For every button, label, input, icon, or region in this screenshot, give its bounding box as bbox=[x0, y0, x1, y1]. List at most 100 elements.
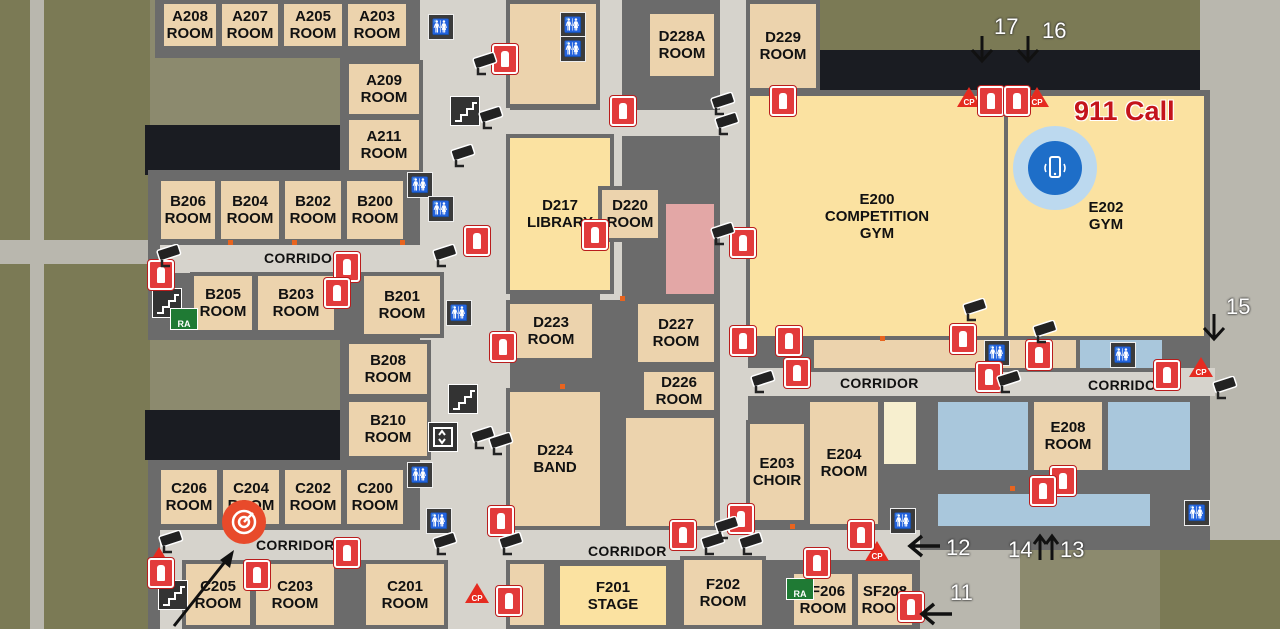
rally-area-icon[interactable]: RA bbox=[786, 578, 814, 600]
room-f201-stage[interactable]: F201 STAGE bbox=[556, 562, 670, 629]
fire-extinguisher-icon[interactable] bbox=[610, 96, 636, 126]
fire-extinguisher-icon[interactable] bbox=[464, 226, 490, 256]
security-camera-icon[interactable] bbox=[746, 370, 780, 394]
restroom-icon[interactable]: 🚻 bbox=[560, 36, 586, 62]
security-camera-icon[interactable] bbox=[992, 370, 1026, 394]
command-post-icon[interactable]: CP bbox=[464, 582, 490, 604]
security-camera-icon[interactable] bbox=[154, 530, 188, 554]
security-camera-icon[interactable] bbox=[428, 532, 462, 556]
fire-extinguisher-icon[interactable] bbox=[770, 86, 796, 116]
restroom-icon[interactable]: 🚻 bbox=[560, 12, 586, 38]
fire-extinguisher-icon[interactable] bbox=[1154, 360, 1180, 390]
entry-arrow-icon[interactable] bbox=[1032, 532, 1060, 562]
restroom-icon[interactable]: 🚻 bbox=[428, 14, 454, 40]
command-post-icon[interactable]: CP bbox=[956, 86, 982, 108]
security-camera-icon[interactable] bbox=[466, 426, 500, 450]
restroom-icon[interactable]: 🚻 bbox=[1110, 342, 1136, 368]
rally-area-icon[interactable]: RA bbox=[170, 308, 198, 330]
security-camera-icon[interactable] bbox=[428, 244, 462, 268]
security-camera-icon[interactable] bbox=[710, 112, 744, 136]
restroom-icon[interactable]: 🚻 bbox=[426, 508, 452, 534]
room-d229[interactable]: D229 ROOM bbox=[746, 0, 820, 92]
elevator-icon[interactable] bbox=[428, 422, 458, 452]
fire-extinguisher-icon[interactable] bbox=[334, 538, 360, 568]
room-b210[interactable]: B210 ROOM bbox=[345, 398, 431, 460]
security-camera-icon[interactable] bbox=[152, 244, 186, 268]
room-a207[interactable]: A207 ROOM bbox=[218, 0, 282, 50]
restroom-icon[interactable]: 🚻 bbox=[446, 300, 472, 326]
fire-extinguisher-icon[interactable] bbox=[1030, 476, 1056, 506]
room-a208[interactable]: A208 ROOM bbox=[160, 0, 220, 50]
security-camera-icon[interactable] bbox=[1208, 376, 1242, 400]
command-post-icon[interactable]: CP bbox=[1188, 356, 1214, 378]
room-b201[interactable]: B201 ROOM bbox=[360, 272, 444, 338]
entry-arrow-icon[interactable] bbox=[906, 532, 942, 560]
fire-extinguisher-icon[interactable] bbox=[978, 86, 1004, 116]
fire-extinguisher-icon[interactable] bbox=[670, 520, 696, 550]
room-c201[interactable]: C201 ROOM bbox=[362, 560, 448, 629]
fire-extinguisher-icon[interactable] bbox=[582, 220, 608, 250]
fire-extinguisher-icon[interactable] bbox=[848, 520, 874, 550]
security-camera-icon[interactable] bbox=[494, 532, 528, 556]
security-camera-icon[interactable] bbox=[706, 222, 740, 246]
room-b205[interactable]: B205 ROOM bbox=[190, 272, 256, 334]
room-e202-gym[interactable]: E202 GYM bbox=[1004, 92, 1208, 340]
entry-arrow-icon[interactable] bbox=[968, 34, 996, 64]
security-camera-icon[interactable] bbox=[706, 92, 740, 116]
entry-arrow-icon[interactable] bbox=[1014, 34, 1042, 64]
security-camera-icon[interactable] bbox=[484, 432, 518, 456]
room-b208[interactable]: B208 ROOM bbox=[345, 340, 431, 398]
stairs-icon[interactable] bbox=[448, 384, 478, 414]
fire-extinguisher-icon[interactable] bbox=[148, 558, 174, 588]
security-camera-icon[interactable] bbox=[474, 106, 508, 130]
room-c200[interactable]: C200 ROOM bbox=[343, 466, 407, 528]
entry-arrow-icon[interactable] bbox=[918, 600, 954, 628]
phone-call-icon[interactable] bbox=[1013, 126, 1097, 210]
fire-extinguisher-icon[interactable] bbox=[776, 326, 802, 356]
room-a209[interactable]: A209 ROOM bbox=[345, 60, 423, 118]
security-camera-icon[interactable] bbox=[468, 52, 502, 76]
restroom-icon[interactable]: 🚻 bbox=[407, 462, 433, 488]
fire-extinguisher-icon[interactable] bbox=[496, 586, 522, 616]
room-d228a[interactable]: D228A ROOM bbox=[646, 10, 718, 80]
restroom-icon[interactable]: 🚻 bbox=[890, 508, 916, 534]
security-camera-icon[interactable] bbox=[446, 144, 480, 168]
incident-target-icon[interactable] bbox=[222, 500, 266, 544]
room-e200-competition-gym[interactable]: E200 COMPETITION GYM bbox=[746, 92, 1008, 340]
entry-arrow-icon[interactable] bbox=[1200, 312, 1228, 342]
restroom-icon[interactable]: 🚻 bbox=[1184, 500, 1210, 526]
room-b200[interactable]: B200 ROOM bbox=[343, 177, 407, 243]
room-b206[interactable]: B206 ROOM bbox=[157, 177, 219, 243]
command-post-icon[interactable]: CP bbox=[864, 540, 890, 562]
room-f202[interactable]: F202 ROOM bbox=[680, 556, 766, 629]
fire-extinguisher-icon[interactable] bbox=[950, 324, 976, 354]
fire-extinguisher-icon[interactable] bbox=[244, 560, 270, 590]
restroom-icon[interactable]: 🚻 bbox=[407, 172, 433, 198]
fire-extinguisher-icon[interactable] bbox=[784, 358, 810, 388]
fire-extinguisher-icon[interactable] bbox=[804, 548, 830, 578]
room-e204[interactable]: E204 ROOM bbox=[806, 398, 882, 528]
fire-extinguisher-icon[interactable] bbox=[488, 506, 514, 536]
security-camera-icon[interactable] bbox=[958, 298, 992, 322]
room-a205[interactable]: A205 ROOM bbox=[280, 0, 346, 50]
room-d226[interactable]: D226 ROOM bbox=[640, 368, 718, 414]
room-d223[interactable]: D223 ROOM bbox=[506, 300, 596, 362]
fire-extinguisher-icon[interactable] bbox=[1026, 340, 1052, 370]
room-d224-band[interactable]: D224 BAND bbox=[506, 388, 604, 530]
stairs-icon[interactable] bbox=[450, 96, 480, 126]
fire-extinguisher-icon[interactable] bbox=[1004, 86, 1030, 116]
room-d227[interactable]: D227 ROOM bbox=[634, 300, 718, 366]
command-post-icon[interactable]: CP bbox=[1024, 86, 1050, 108]
room-c206[interactable]: C206 ROOM bbox=[157, 466, 221, 528]
room-b202[interactable]: B202 ROOM bbox=[281, 177, 345, 243]
fire-extinguisher-icon[interactable] bbox=[730, 326, 756, 356]
room-a211[interactable]: A211 ROOM bbox=[345, 116, 423, 174]
restroom-icon[interactable]: 🚻 bbox=[428, 196, 454, 222]
room-d220[interactable]: D220 ROOM bbox=[598, 186, 662, 242]
room-e203-choir[interactable]: E203 CHOIR bbox=[746, 420, 808, 524]
room-e208[interactable]: E208 ROOM bbox=[1030, 398, 1106, 474]
room-b204[interactable]: B204 ROOM bbox=[217, 177, 283, 243]
fire-extinguisher-icon[interactable] bbox=[898, 592, 924, 622]
room-a203[interactable]: A203 ROOM bbox=[344, 0, 410, 50]
